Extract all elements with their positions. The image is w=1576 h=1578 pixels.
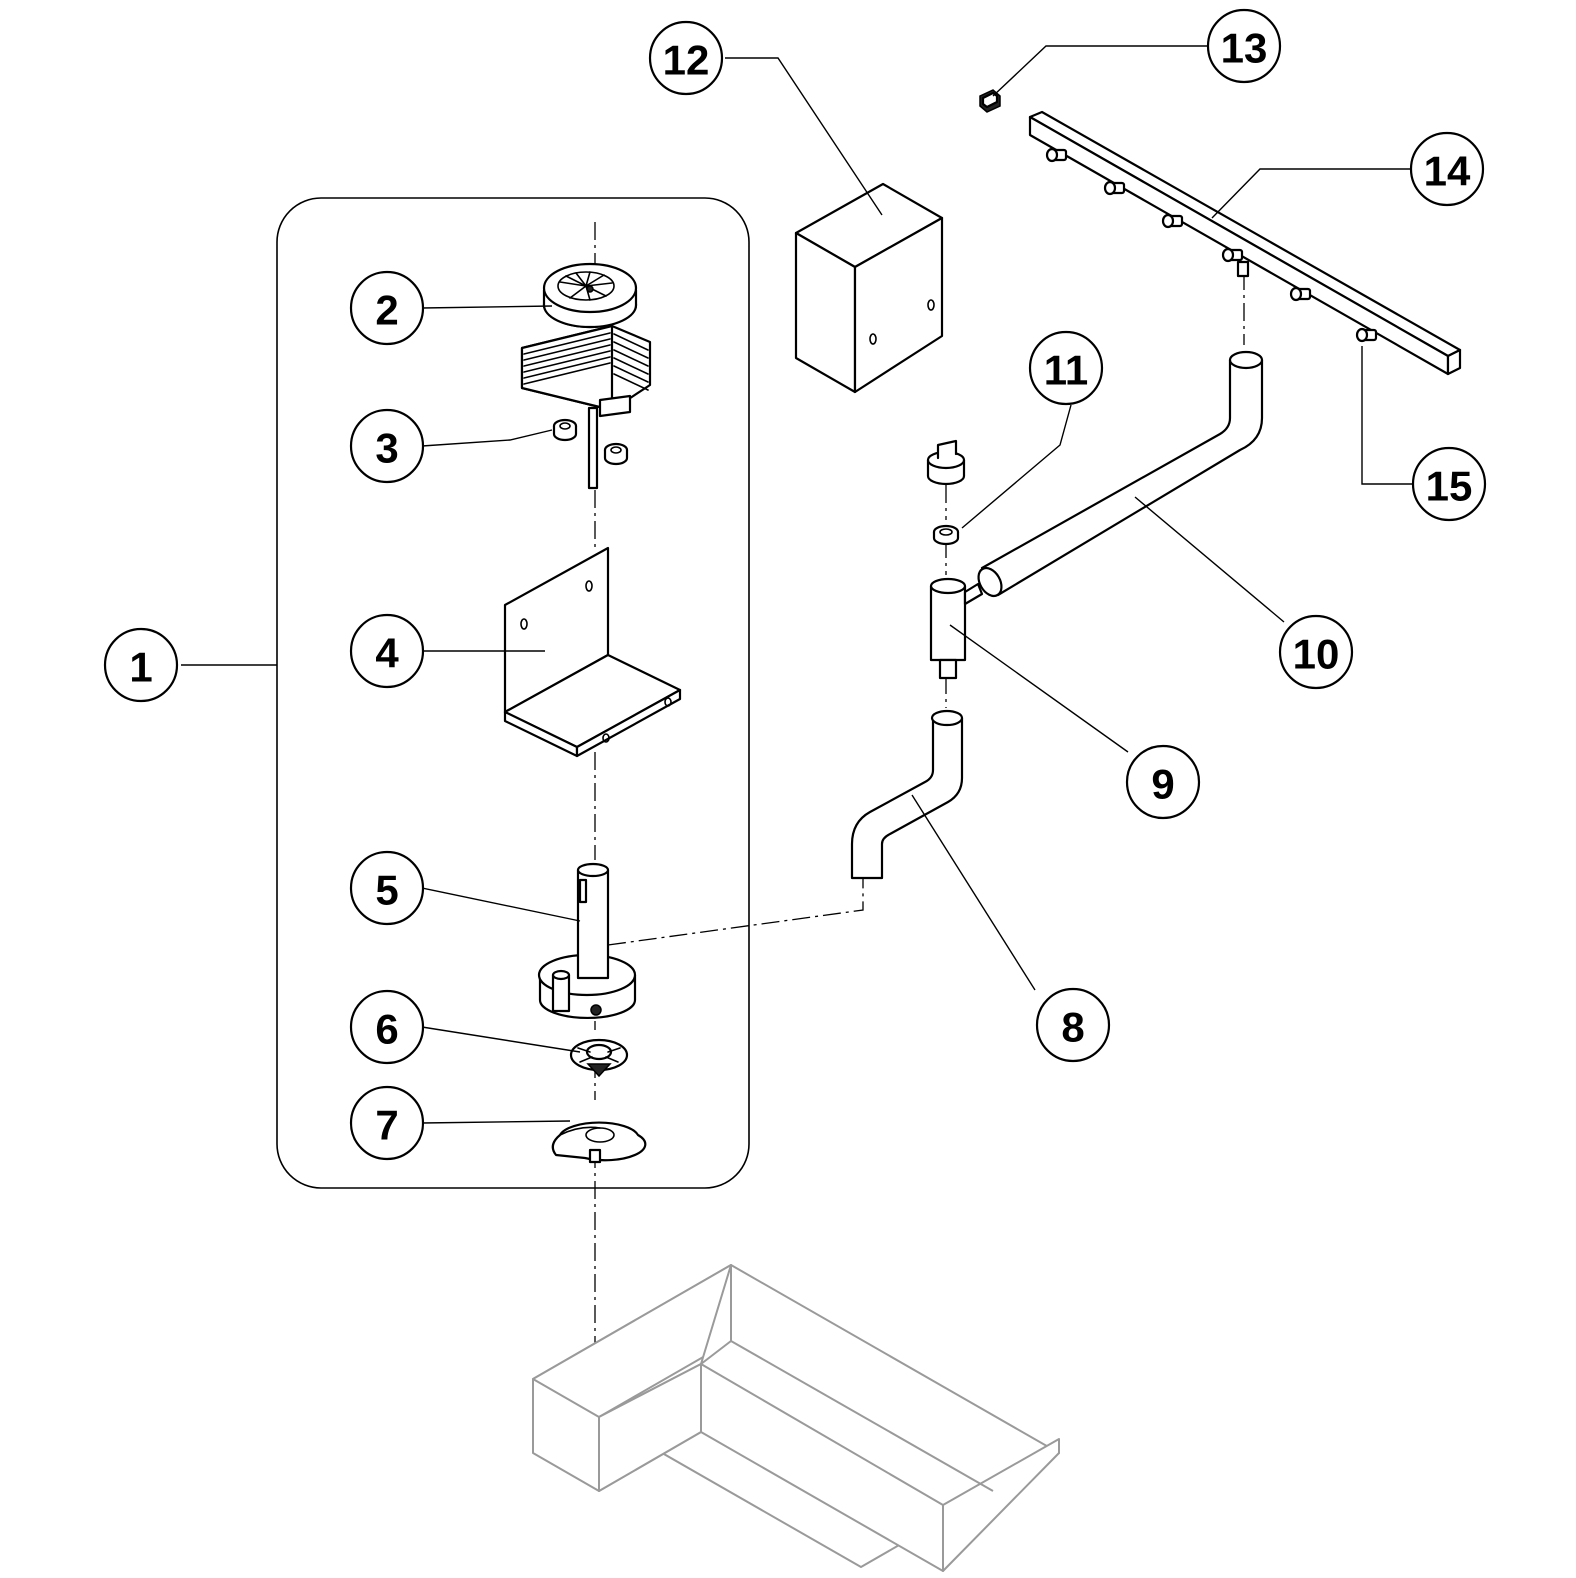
part-14-spray-bar: [1028, 110, 1462, 376]
callout-13-label: 13: [1221, 25, 1268, 72]
part-15-nozzles: [1045, 147, 1378, 343]
part-3-bushings: [552, 418, 629, 466]
callout-2-label: 2: [375, 287, 398, 334]
callout-5: 5: [349, 850, 425, 926]
callout-14: 14: [1409, 131, 1485, 207]
callout-9-label: 9: [1151, 761, 1174, 808]
callout-6: 6: [349, 989, 425, 1065]
callout-3: 3: [349, 408, 425, 484]
callout-bubbles: 1 2 3 4 5 6 7 8 9 10 11 12 13 14 15: [103, 8, 1487, 1161]
callout-1: 1: [103, 627, 179, 703]
callout-14-label: 14: [1424, 148, 1471, 195]
part-2-motor: [520, 262, 652, 490]
part-6-impeller: [569, 1038, 629, 1078]
callout-1-label: 1: [129, 644, 152, 691]
callout-4-label: 4: [375, 630, 399, 677]
callout-15: 15: [1411, 446, 1487, 522]
callout-12: 12: [648, 20, 724, 96]
callout-5-label: 5: [375, 867, 398, 914]
part-12-control-box: [794, 182, 944, 394]
part-7-pump-cover: [551, 1121, 647, 1164]
part-4-bracket: [503, 546, 682, 758]
callout-7: 7: [349, 1085, 425, 1161]
callout-2: 2: [349, 270, 425, 346]
leader-lines: [181, 45, 1414, 1124]
pump-assembly-group-box: [276, 197, 750, 1189]
part-8-lower-pipe: [850, 709, 964, 880]
part-13-clip: [979, 89, 1001, 113]
callout-9: 9: [1125, 744, 1201, 820]
callout-11-label: 11: [1044, 347, 1088, 394]
part-11-cap-washer: [926, 439, 966, 546]
part-9-tee: [929, 577, 984, 680]
callout-7-label: 7: [375, 1102, 398, 1149]
callout-8: 8: [1035, 987, 1111, 1063]
callout-8-label: 8: [1061, 1004, 1084, 1051]
callout-11: 11: [1028, 330, 1104, 406]
part-10-pipe: [977, 350, 1264, 598]
callout-12-label: 12: [663, 37, 710, 84]
callout-13: 13: [1206, 8, 1282, 84]
callout-10: 10: [1278, 614, 1354, 690]
sump-tank: [532, 1264, 1060, 1572]
part-5-pump-body: [537, 862, 637, 1020]
callout-10-label: 10: [1293, 631, 1340, 678]
callout-15-label: 15: [1426, 463, 1473, 510]
callout-3-label: 3: [375, 425, 398, 472]
callout-6-label: 6: [375, 1006, 398, 1053]
callout-4: 4: [349, 613, 425, 689]
